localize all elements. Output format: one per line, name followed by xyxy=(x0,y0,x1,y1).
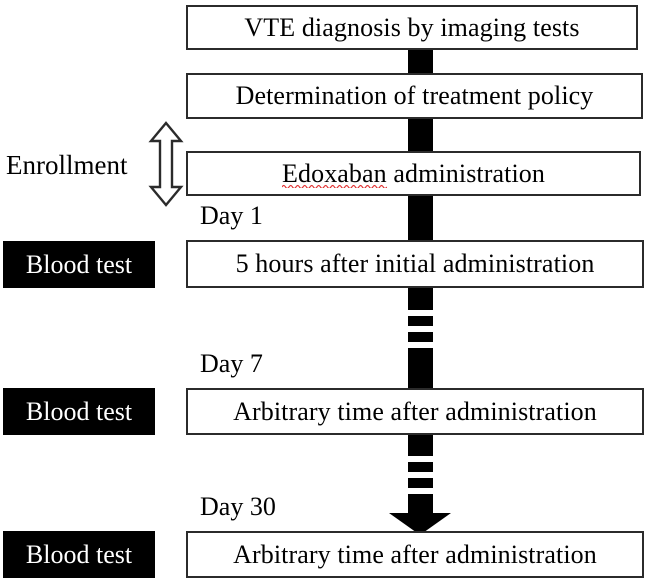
day-30-label: Day 30 xyxy=(200,492,276,521)
blood-test-day7: Blood test xyxy=(3,388,155,435)
spellchecked-word: Edoxaban xyxy=(282,158,387,188)
step-label: 5 hours after initial administration xyxy=(235,249,595,278)
connector-day7-segment-1 xyxy=(408,433,433,456)
step-label-rest: administration xyxy=(386,158,545,188)
step-treatment-policy: Determination of treatment policy xyxy=(186,73,643,119)
connector-day1-segment-3 xyxy=(408,332,433,342)
blood-test-label: Blood test xyxy=(25,539,133,569)
connector-edoxaban-to-day1 xyxy=(408,195,433,242)
step-label: Arbitrary time after administration xyxy=(233,539,597,569)
step-day7-arbitrary: Arbitrary time after administration xyxy=(186,388,644,435)
step-label: VTE diagnosis by imaging tests xyxy=(244,12,580,42)
double-headed-vertical-arrow-icon xyxy=(148,121,184,207)
blood-test-label: Blood test xyxy=(25,396,133,426)
step-5-hours: 5 hours after initial administration xyxy=(186,240,644,288)
step-edoxaban: Edoxaban administration xyxy=(186,151,641,196)
connector-day1-segment-2 xyxy=(408,316,433,326)
connector-day7-segment-2 xyxy=(408,462,433,472)
step-day30-arbitrary: Arbitrary time after administration xyxy=(186,531,644,578)
step-label: Arbitrary time after administration xyxy=(233,396,597,426)
day-1-label: Day 1 xyxy=(200,201,263,230)
connector-day7-segment-3 xyxy=(408,478,433,488)
connector-day1-segment-4 xyxy=(408,348,433,390)
day-7-label: Day 7 xyxy=(200,349,263,378)
spellchecked-word-text: Edoxaban xyxy=(282,158,387,188)
step-label: Edoxaban administration xyxy=(282,158,545,188)
blood-test-day30: Blood test xyxy=(3,531,155,578)
connector-diagnosis-to-policy xyxy=(408,48,433,75)
connector-day7-segment-4 xyxy=(408,494,433,516)
connector-day1-segment-1 xyxy=(408,286,433,310)
blood-test-day1: Blood test xyxy=(3,241,155,288)
connector-policy-to-edoxaban xyxy=(408,118,433,152)
blood-test-label: Blood test xyxy=(25,249,133,279)
step-label: Determination of treatment policy xyxy=(235,81,594,110)
step-vte-diagnosis: VTE diagnosis by imaging tests xyxy=(186,5,638,50)
enrollment-label: Enrollment xyxy=(6,150,128,180)
down-arrow-icon xyxy=(389,513,451,535)
